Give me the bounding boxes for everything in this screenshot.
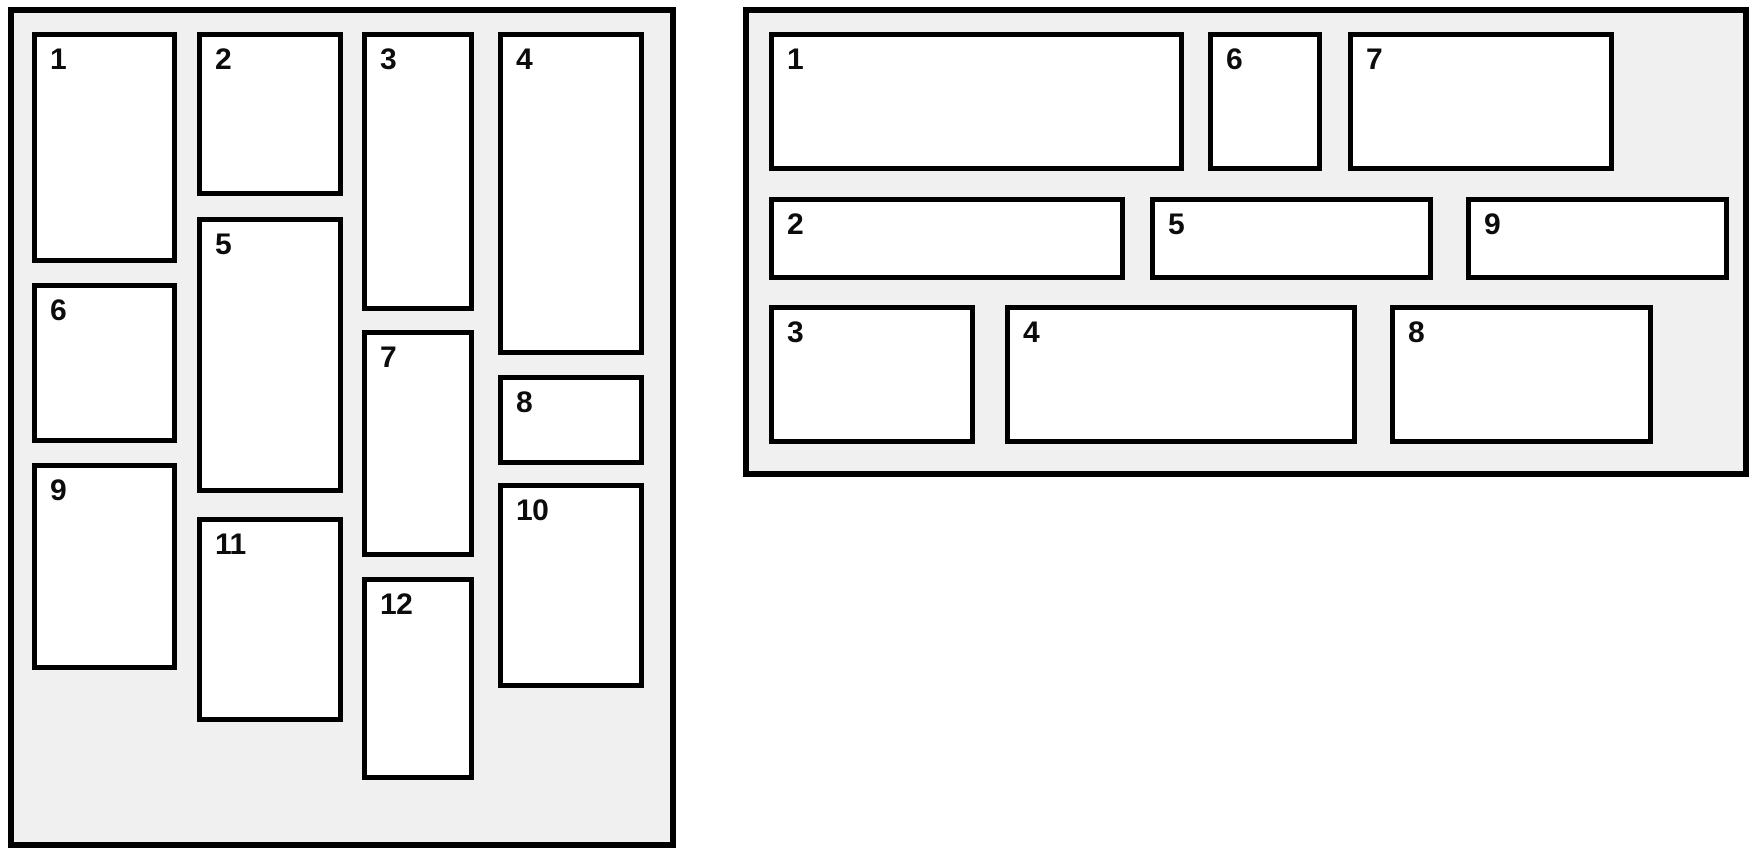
item-number-label: 9	[1484, 208, 1501, 241]
item-number-label: 5	[215, 228, 232, 261]
masonry-item: 11	[197, 517, 343, 722]
item-number-label: 4	[516, 43, 533, 76]
item-number-label: 3	[380, 43, 397, 76]
masonry-item: 5	[1150, 197, 1433, 280]
item-number-label: 4	[1023, 316, 1040, 349]
masonry-item: 1	[769, 32, 1184, 171]
masonry-item: 9	[1466, 197, 1729, 280]
item-number-label: 2	[215, 43, 232, 76]
masonry-item: 10	[498, 483, 644, 688]
item-number-label: 7	[1366, 43, 1383, 76]
masonry-item: 6	[32, 283, 177, 443]
masonry-item: 3	[769, 305, 975, 444]
masonry-item: 2	[769, 197, 1125, 280]
item-number-label: 6	[50, 294, 67, 327]
item-number-label: 5	[1168, 208, 1185, 241]
masonry-item: 4	[498, 32, 644, 355]
masonry-item: 8	[498, 375, 644, 465]
item-number-label: 10	[516, 494, 549, 527]
item-number-label: 2	[787, 208, 804, 241]
masonry-item: 3	[362, 32, 474, 311]
item-number-label: 3	[787, 316, 804, 349]
item-number-label: 8	[1408, 316, 1425, 349]
masonry-item: 7	[362, 330, 474, 557]
masonry-item: 5	[197, 217, 343, 493]
masonry-item: 4	[1005, 305, 1357, 444]
item-number-label: 12	[380, 588, 413, 621]
item-number-label: 1	[787, 43, 804, 76]
masonry-item: 1	[32, 32, 177, 263]
masonry-item: 7	[1348, 32, 1614, 171]
item-number-label: 6	[1226, 43, 1243, 76]
rows-masonry-panel: 1 6 7 2 5 9 3 4 8	[743, 7, 1749, 477]
item-number-label: 1	[50, 43, 67, 76]
masonry-item: 12	[362, 577, 474, 780]
masonry-item: 6	[1208, 32, 1322, 171]
masonry-item: 9	[32, 463, 177, 670]
masonry-item: 8	[1390, 305, 1653, 444]
item-number-label: 8	[516, 386, 533, 419]
item-number-label: 11	[215, 528, 246, 561]
masonry-item: 2	[197, 32, 343, 196]
item-number-label: 7	[380, 341, 397, 374]
item-number-label: 9	[50, 474, 67, 507]
